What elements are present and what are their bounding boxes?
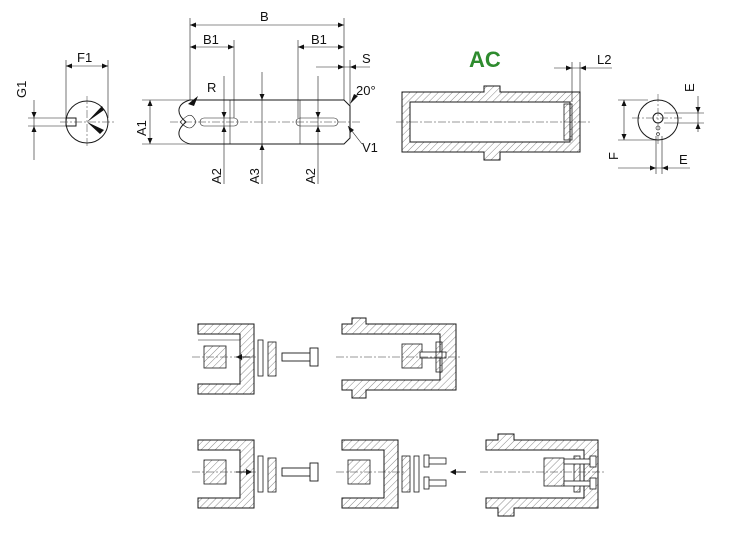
label-v1: V1 <box>362 140 378 155</box>
hollow-shaft-section: L2 <box>396 52 612 161</box>
label-b: B <box>260 9 269 24</box>
assembly-row-1 <box>192 317 462 399</box>
label-r: R <box>207 80 216 95</box>
shaft-end-view: F1 G1 <box>14 50 114 160</box>
label-a2-right: A2 <box>303 168 318 184</box>
label-f1: F1 <box>77 50 92 65</box>
label-b1-right: B1 <box>311 32 327 47</box>
label-a3: A3 <box>247 168 262 184</box>
end-face-view: E F E <box>606 83 704 174</box>
label-l2: L2 <box>597 52 611 67</box>
label-a1: A1 <box>134 120 149 136</box>
label-b1-left: B1 <box>203 32 219 47</box>
label-angle: 20° <box>356 83 376 98</box>
label-a2-left: A2 <box>209 168 224 184</box>
label-g1: G1 <box>14 81 29 98</box>
label-f: F <box>606 152 621 160</box>
assembly-row-2 <box>192 433 604 517</box>
diagram-title: AC <box>469 47 501 72</box>
label-e-bottom: E <box>679 152 688 167</box>
shaft-side-view: R B B1 B1 S 20° V1 A1 <box>134 9 378 184</box>
label-e-top: E <box>682 83 697 92</box>
label-s: S <box>362 51 371 66</box>
